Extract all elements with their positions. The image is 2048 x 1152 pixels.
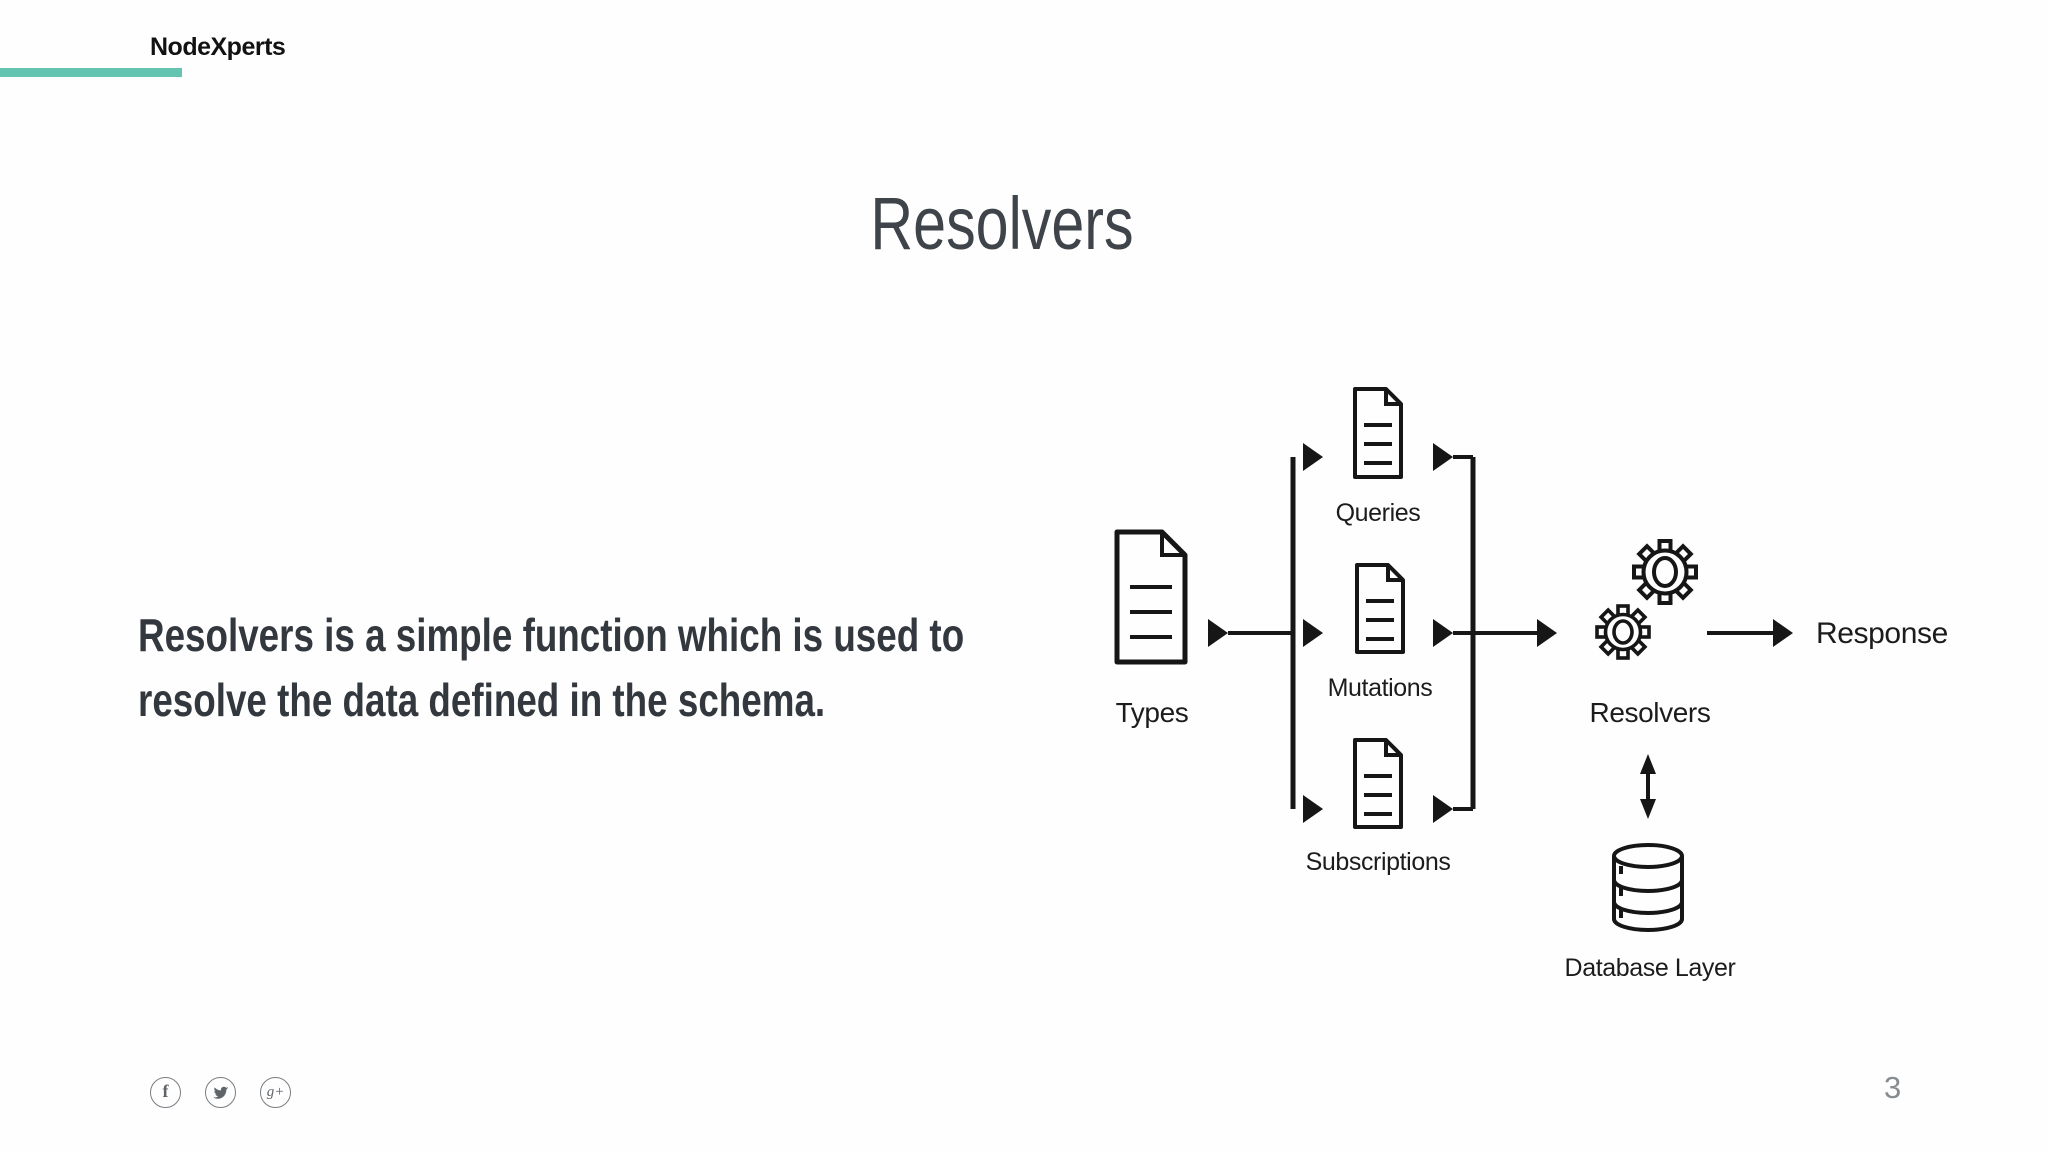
- diagram-connectors: [1228, 455, 1773, 811]
- resolvers-label: Resolvers: [1590, 697, 1711, 728]
- body-text: Resolvers is a simple function which is …: [138, 603, 964, 733]
- types-node: Types: [1114, 529, 1189, 728]
- google-plus-icon: g+: [266, 1084, 285, 1100]
- mutations-node: Mutations: [1328, 563, 1433, 702]
- page-number: 3: [1884, 1070, 1902, 1105]
- gears-icon: [1595, 539, 1698, 660]
- document-icon: [1355, 563, 1405, 654]
- queries-node: Queries: [1336, 387, 1421, 527]
- accent-bar: [0, 68, 182, 77]
- database-icon: [1612, 843, 1684, 932]
- facebook-icon: f: [162, 1081, 169, 1101]
- brand-logo: NodeXperts: [150, 33, 286, 61]
- document-icon: [1353, 738, 1403, 829]
- body-line: Resolvers is a simple function which is …: [138, 609, 965, 661]
- body-line: resolve the data defined in the schema.: [138, 674, 826, 726]
- response-label: Response: [1816, 617, 1948, 650]
- page-title: Resolvers: [870, 182, 1134, 265]
- database-label: Database Layer: [1565, 954, 1736, 982]
- database-node: Database Layer: [1565, 843, 1736, 982]
- subscriptions-node: Subscriptions: [1306, 738, 1451, 876]
- types-label: Types: [1116, 697, 1189, 728]
- queries-label: Queries: [1336, 499, 1421, 527]
- facebook-button[interactable]: f: [150, 1077, 181, 1108]
- document-icon: [1353, 387, 1403, 479]
- subscriptions-label: Subscriptions: [1306, 848, 1451, 876]
- document-icon: [1114, 529, 1188, 665]
- resolvers-node: Resolvers: [1590, 539, 1711, 728]
- twitter-icon: [212, 1086, 228, 1099]
- resolver-flow-diagram: Types Queries Mutations: [1114, 387, 1948, 982]
- twitter-button[interactable]: [205, 1077, 236, 1108]
- arrowhead-icons: [1208, 443, 1793, 823]
- mutations-label: Mutations: [1328, 674, 1433, 702]
- google-plus-button[interactable]: g+: [260, 1077, 291, 1108]
